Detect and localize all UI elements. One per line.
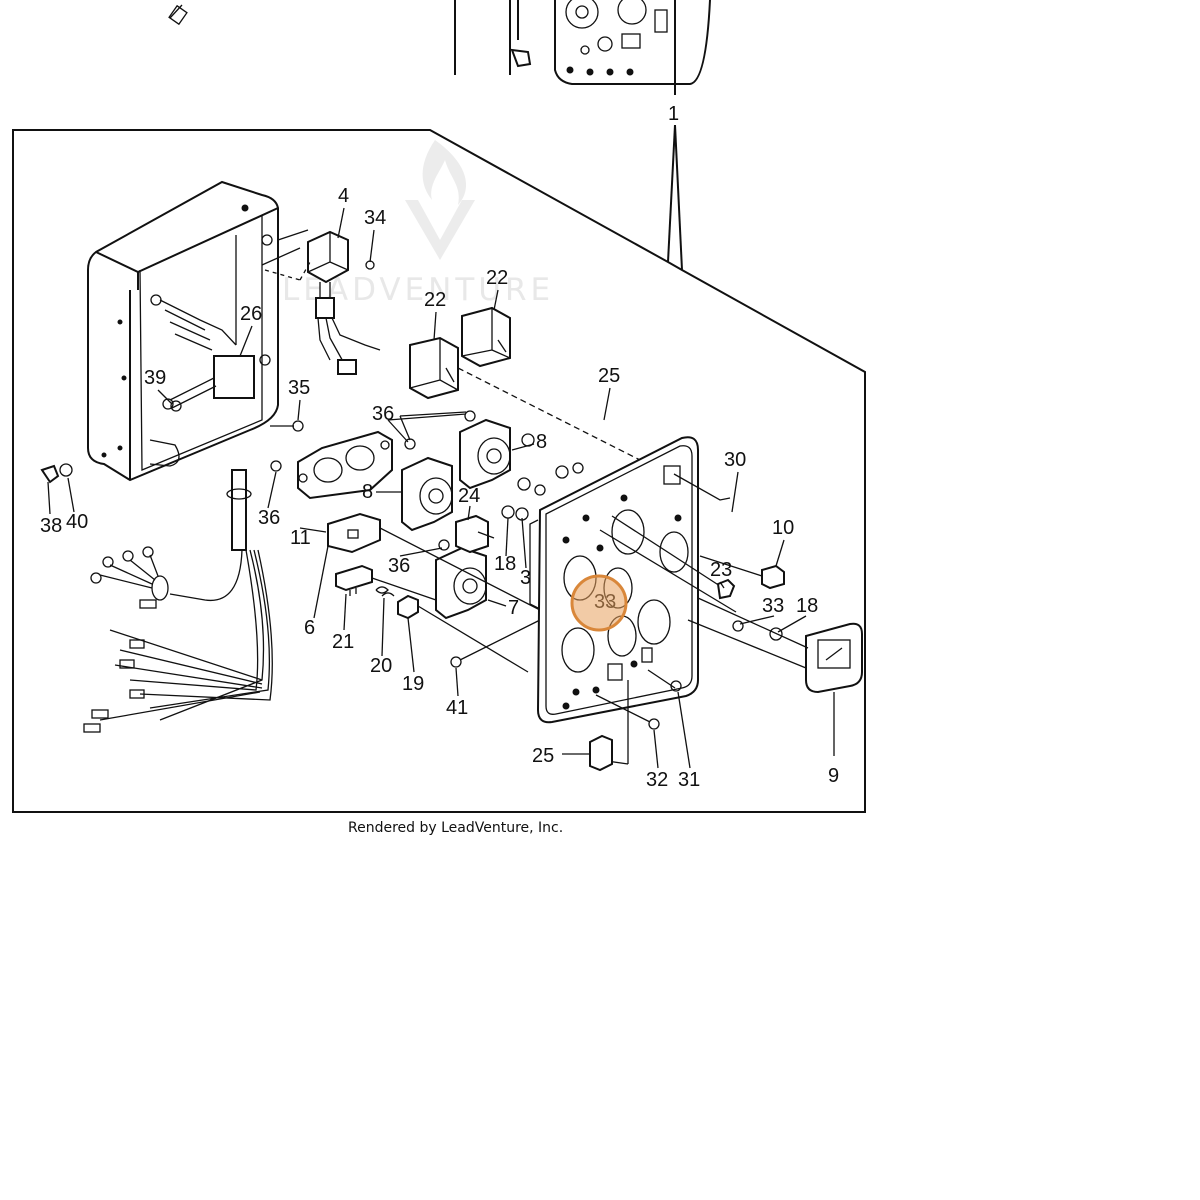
rear-enclosure-box — [87, 180, 279, 482]
callout-31: 31 — [678, 769, 700, 791]
callout-3: 3 — [520, 567, 531, 589]
callout-18-left: 18 — [494, 553, 516, 575]
right-side-parts — [589, 555, 863, 772]
callout-21: 21 — [332, 631, 354, 653]
callout-11: 11 — [290, 527, 311, 549]
leader-1 — [667, 0, 683, 271]
callout-18-right: 18 — [796, 595, 818, 617]
callout-41: 41 — [446, 697, 468, 719]
callout-38: 38 — [40, 515, 62, 537]
watermark: LEADVENTURE — [282, 140, 550, 308]
receptacle-11 — [297, 430, 393, 500]
generator-top — [168, 0, 711, 85]
callout-6: 6 — [304, 617, 315, 639]
callout-30: 30 — [724, 449, 746, 471]
callout-24: 24 — [458, 485, 480, 507]
small-switches — [327, 512, 541, 673]
callout-36-top: 36 — [372, 403, 394, 425]
callout-34: 34 — [364, 207, 386, 229]
callout-22: 22 — [424, 289, 446, 311]
callout-25-top: 25 — [598, 365, 620, 387]
circuit-breakers — [409, 306, 641, 461]
leader-lines — [47, 207, 807, 769]
small-fasteners — [40, 400, 304, 484]
exploded-view-frame — [12, 129, 866, 813]
wiring-harness — [83, 469, 273, 733]
callout-39: 39 — [144, 367, 166, 389]
callout-4: 4 — [338, 185, 349, 207]
callout-36-mid: 36 — [388, 555, 410, 577]
callout-33-right: 33 — [762, 595, 784, 617]
callout-20: 20 — [370, 655, 392, 677]
receptacles-8-7 — [387, 410, 511, 620]
callout-10: 10 — [772, 517, 794, 539]
callout-22-top: 22 — [486, 267, 508, 289]
front-panel — [529, 436, 737, 765]
callout-26: 26 — [240, 303, 262, 325]
callout-19: 19 — [402, 673, 424, 695]
callout-8-left: 8 — [362, 481, 373, 503]
callout-23: 23 — [710, 559, 732, 581]
callout-32: 32 — [646, 769, 668, 791]
render-credit: Rendered by LeadVenture, Inc. — [348, 820, 564, 836]
callout-36-left: 36 — [258, 507, 280, 529]
callout-1: 1 — [668, 103, 679, 125]
relay-4-assembly — [261, 229, 381, 375]
callout-7: 7 — [508, 597, 519, 619]
flame-v-logo — [405, 140, 475, 260]
highlight-marker[interactable] — [570, 574, 628, 632]
callout-25-bottom: 25 — [532, 745, 554, 767]
callout-8-right: 8 — [536, 431, 547, 453]
callout-40: 40 — [66, 511, 88, 533]
callout-labels: 1 4 34 22 22 26 25 39 35 36 8 30 8 24 38… — [40, 103, 839, 791]
callout-9: 9 — [828, 765, 839, 787]
callout-35: 35 — [288, 377, 310, 399]
